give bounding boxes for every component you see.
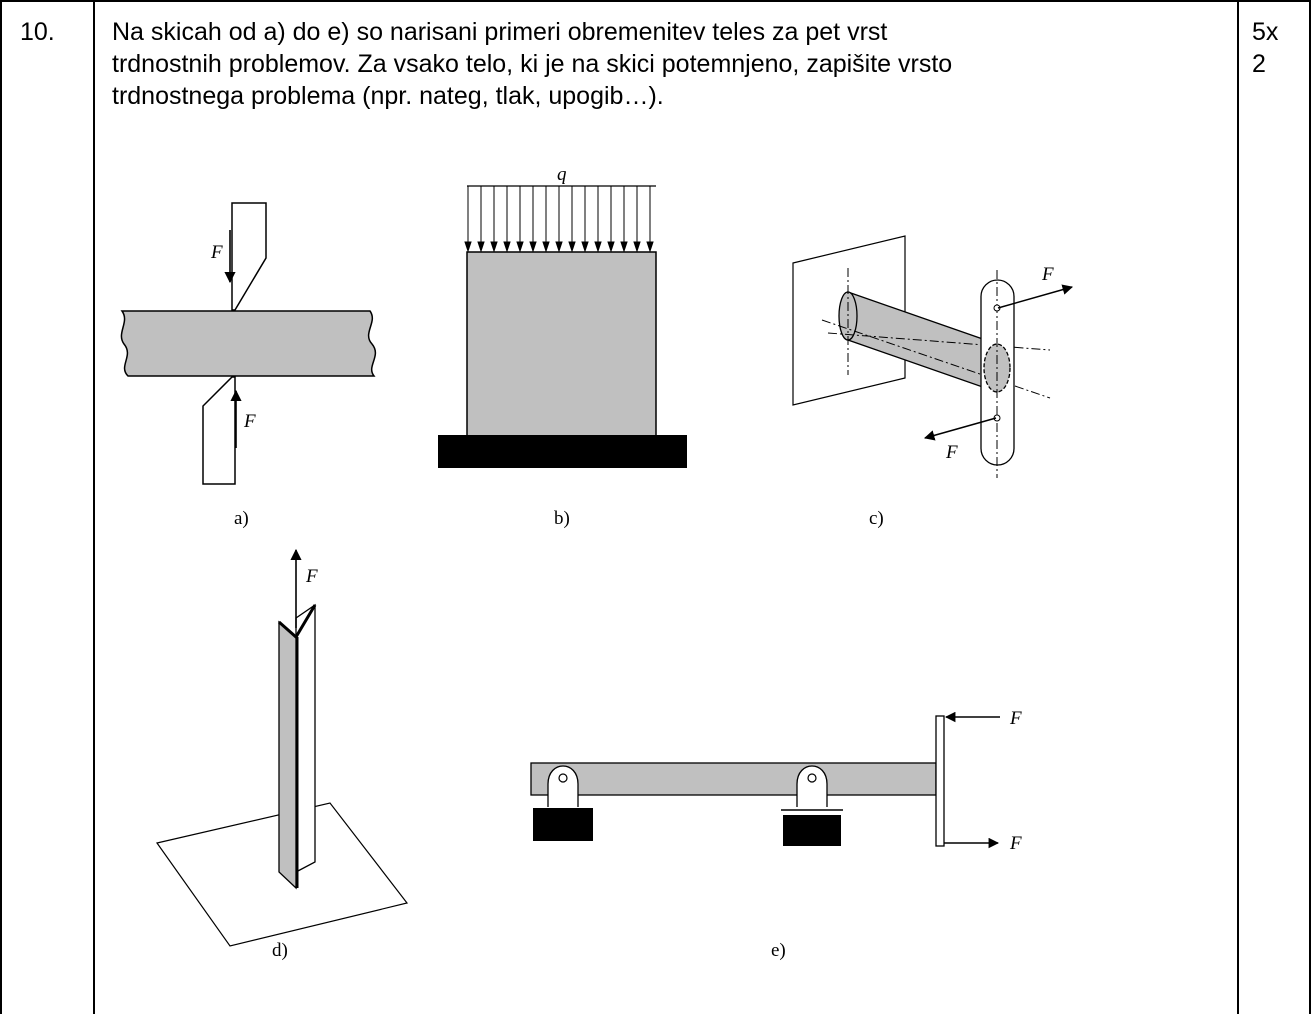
figure-caption-a: a)	[234, 508, 249, 529]
support-right-bracket	[796, 765, 828, 807]
figure-caption-e: e)	[771, 940, 786, 961]
question-line-1: Na skicah od a) do e) so narisani primer…	[112, 18, 888, 46]
support-left-bracket	[547, 765, 579, 807]
figure-e-bending: F F e)	[530, 708, 1022, 961]
table-right-border	[1309, 0, 1311, 1014]
distributed-load-arrows	[464, 186, 654, 253]
question-text: Na skicah od a) do e) so narisani primer…	[112, 16, 1222, 112]
column-divider-2	[1237, 0, 1239, 1014]
figure-caption-c: c)	[869, 508, 884, 529]
table-top-border	[0, 0, 1311, 2]
force-label: F	[1041, 264, 1054, 285]
figure-b-compression: q b)	[438, 164, 687, 529]
force-label: F	[1009, 833, 1022, 854]
question-number: 10.	[20, 18, 55, 46]
support-left-pin	[558, 773, 568, 783]
figure-a-shear: F F a)	[120, 202, 377, 529]
support-right-pin	[807, 773, 817, 783]
force-arrow-right	[997, 284, 1074, 309]
force-label: F	[243, 411, 256, 432]
points-multiplier: 5x	[1252, 18, 1279, 46]
figure-caption-d: d)	[272, 940, 288, 961]
figure-d-tension: F d)	[155, 548, 409, 961]
force-label: F	[1009, 708, 1022, 729]
column-divider-1	[93, 0, 95, 1014]
axis-horizontal	[827, 332, 1051, 351]
force-label: F	[305, 566, 318, 587]
load-label: q	[557, 164, 567, 185]
table-left-border	[0, 0, 2, 1014]
points-cell: 5x 2	[1252, 16, 1278, 80]
support-right-base	[783, 815, 841, 846]
points-value: 2	[1252, 50, 1266, 78]
end-plate	[935, 715, 945, 847]
support-left-base	[533, 808, 593, 841]
question-line-2: trdnostnih problemov. Za vsako telo, ki …	[112, 50, 953, 78]
upper-blade	[231, 202, 267, 311]
lower-blade	[202, 376, 236, 485]
question-line-3: trdnostnega problema (npr. nateg, tlak, …	[112, 82, 664, 110]
angle-flange-back	[295, 603, 316, 874]
force-label: F	[210, 242, 223, 263]
shaded-plate	[120, 310, 377, 377]
figure-caption-b: b)	[554, 508, 570, 529]
shaded-angle-profile	[278, 620, 297, 890]
force-label: F	[945, 442, 958, 463]
figure-c-torsion: F F c)	[792, 235, 1074, 529]
shaded-beam	[530, 762, 937, 796]
shaded-block	[466, 251, 657, 438]
force-arrow-left	[923, 417, 997, 441]
ground-base	[438, 435, 687, 468]
